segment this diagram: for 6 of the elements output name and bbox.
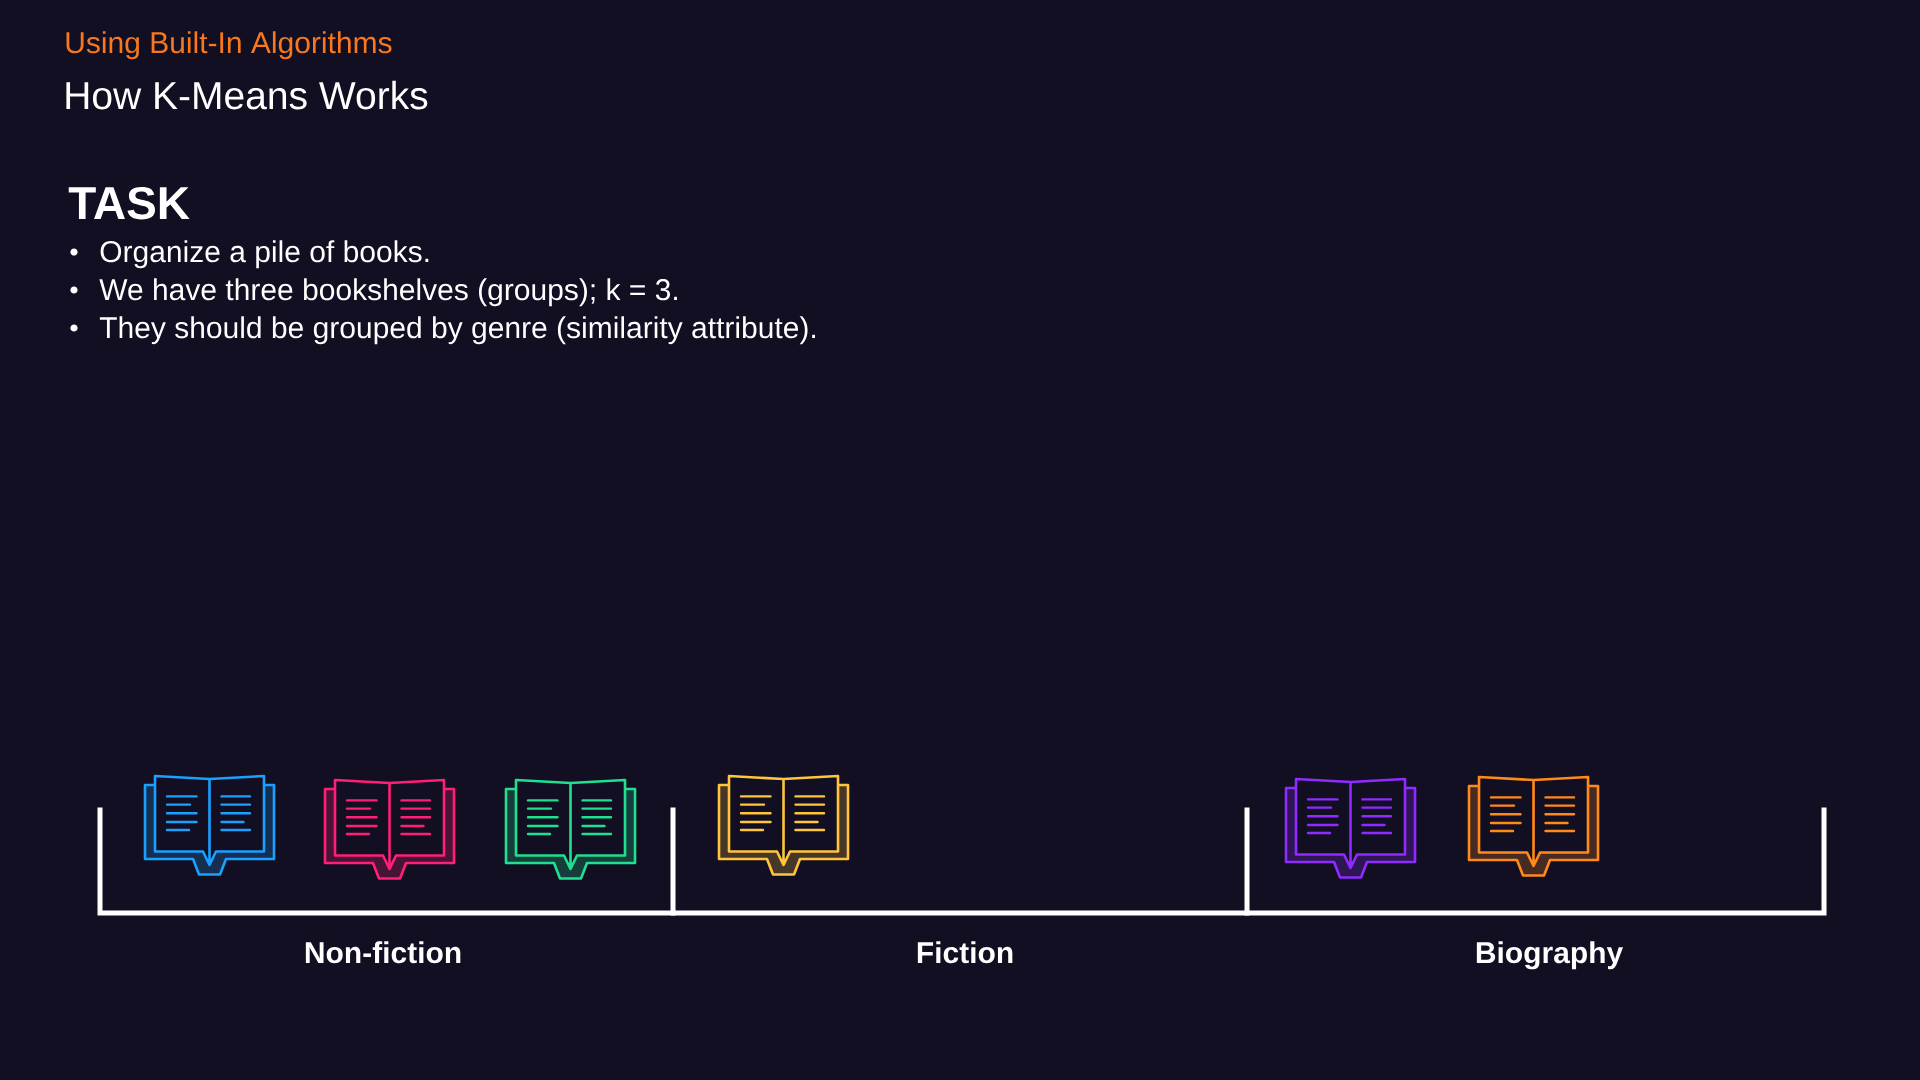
slide-title: How K-Means Works xyxy=(66,80,428,110)
course-heading: Using Built-In Algorithms xyxy=(66,31,392,60)
bullet-text: We have three bookshelves (groups); k = 3. xyxy=(99,278,677,307)
bullet-text: They should be grouped by genre (similarity attribute). xyxy=(99,316,815,345)
bullet-text: Organize a pile of books. xyxy=(100,240,429,269)
section-heading: TASK xyxy=(68,186,190,220)
